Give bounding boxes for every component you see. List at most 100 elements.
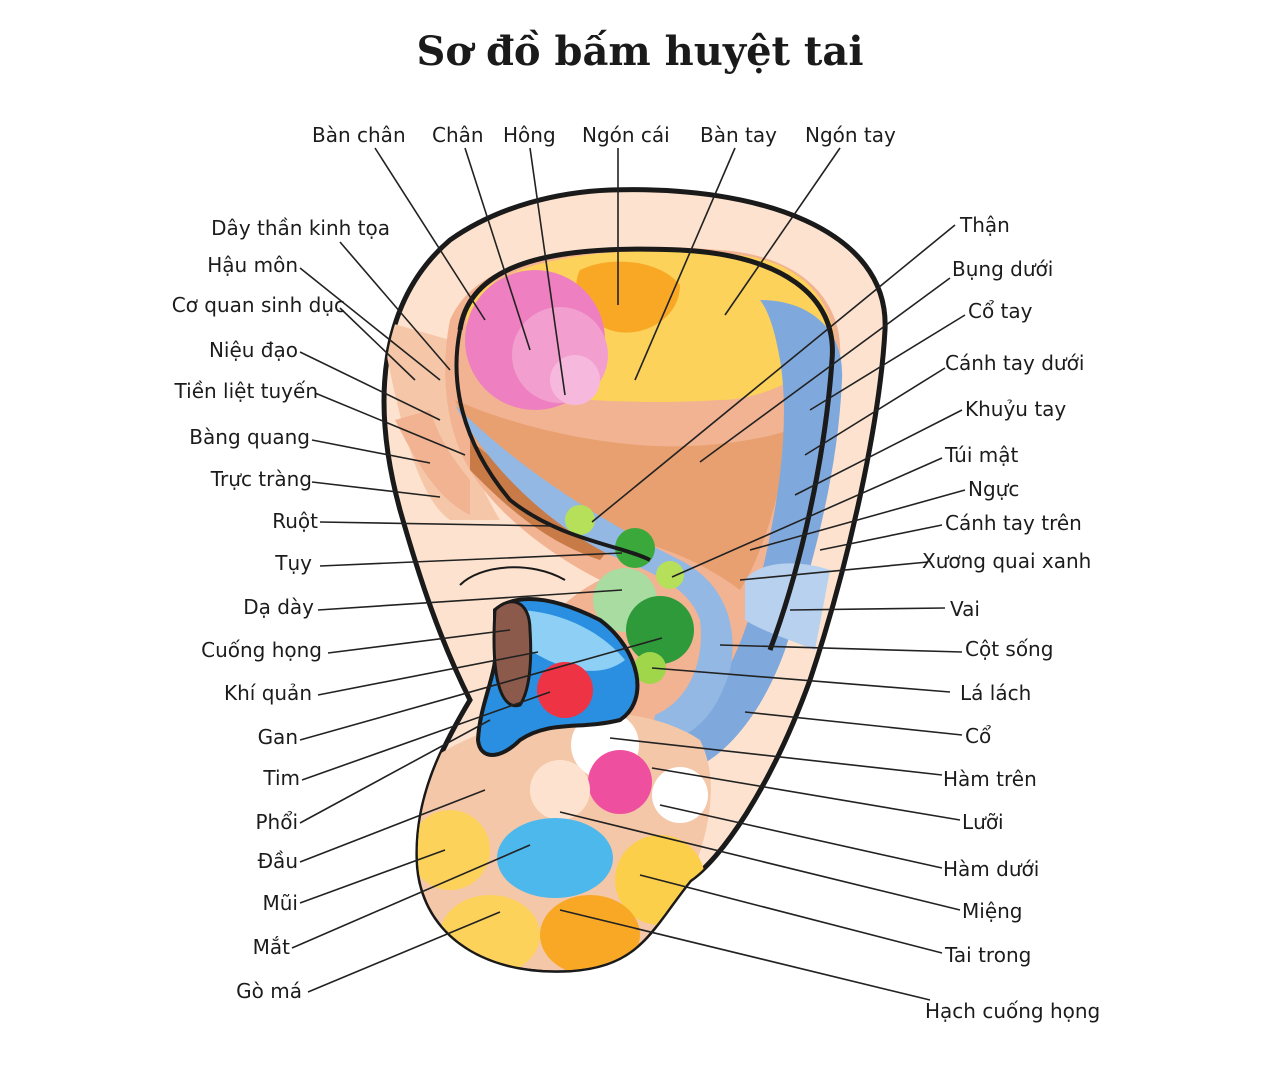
leader-co: [744, 711, 963, 736]
label-go-ma: Gò má: [236, 979, 302, 1003]
label-xuong-quai-xanh: Xương quai xanh: [922, 549, 1091, 573]
label-hong: Hông: [503, 123, 556, 147]
label-than: Thận: [959, 213, 1010, 237]
leader-mat: [291, 844, 531, 949]
label-bung-duoi: Bụng dưới: [952, 257, 1053, 281]
diagram-title: Sơ đồ bấm huyệt tai: [416, 28, 864, 75]
gallbladder-zone: [656, 561, 684, 589]
leader-hong: [529, 147, 566, 396]
label-dau: Đầu: [258, 849, 298, 873]
leader-canh-tay-tren: [819, 524, 943, 551]
leader-tuy: [319, 552, 623, 567]
leader-tui-mat: [671, 457, 943, 578]
leader-lines: [291, 147, 966, 1001]
leader-phoi: [299, 719, 491, 824]
label-mat: Mắt: [253, 935, 291, 959]
label-khuyu-tay: Khuỷu tay: [965, 397, 1066, 421]
label-tuy: Tụy: [274, 551, 312, 575]
bladder-zone: [395, 410, 470, 515]
tongue-zone: [588, 750, 652, 814]
leader-khuyu-tay: [794, 409, 963, 496]
label-co-quan-sinh-duc: Cơ quan sinh dục: [172, 293, 345, 317]
label-day-than-kinh-toa: Dây thần kinh tọa: [211, 216, 390, 240]
label-co-tay: Cổ tay: [968, 299, 1033, 323]
leader-ruot: [319, 521, 553, 527]
head-zone: [410, 810, 490, 890]
label-phoi: Phổi: [255, 810, 298, 834]
leader-canh-tay-duoi: [804, 367, 946, 456]
leader-tien-liet-tuyen: [314, 392, 466, 456]
leader-xuong-quai-xanh: [739, 561, 929, 581]
leader-co-quan-sinh-duc: [339, 307, 416, 381]
spleen-zone: [634, 652, 666, 684]
leader-da-day: [317, 589, 623, 611]
label-gan: Gan: [258, 725, 298, 749]
mouth-zone: [530, 760, 590, 820]
label-cot-song: Cột sống: [965, 637, 1053, 661]
leader-nieu-dao: [299, 351, 441, 421]
lower-jaw-zone: [652, 767, 708, 823]
label-nieu-dao: Niệu đạo: [209, 338, 298, 362]
spine-zone: [455, 405, 733, 745]
label-ban-tay: Bàn tay: [700, 123, 777, 147]
leader-ham-tren: [609, 737, 943, 776]
label-canh-tay-tren: Cánh tay trên: [945, 511, 1082, 535]
leader-chan: [464, 147, 531, 351]
label-ngon-tay: Ngón tay: [805, 123, 896, 147]
intestine-zone: [455, 400, 790, 590]
shoulder-zone: [745, 563, 830, 650]
label-tim: Tim: [262, 766, 300, 790]
label-nguc: Ngực: [968, 477, 1019, 501]
heart-zone: [537, 662, 593, 718]
intertragic-notch: [459, 566, 566, 586]
leader-ham-duoi: [659, 804, 943, 869]
leader-gan: [299, 637, 663, 741]
leader-ban-chan: [374, 147, 486, 321]
label-hach-cuong-hong: Hạch cuống họng: [925, 999, 1100, 1023]
leader-khi-quan: [317, 651, 539, 696]
label-ham-duoi: Hàm dưới: [943, 857, 1039, 881]
label-da-day: Dạ dày: [243, 595, 314, 619]
leader-tai-trong: [639, 874, 943, 954]
label-ban-chan: Bàn chân: [312, 123, 406, 147]
label-truc-trang: Trực tràng: [210, 467, 312, 491]
leader-mui: [299, 849, 446, 904]
antihelix-outline: [457, 246, 835, 651]
leader-bung-duoi: [699, 277, 951, 463]
leader-day-than-kinh-toa: [339, 241, 451, 371]
label-ham-tren: Hàm trên: [943, 767, 1037, 791]
label-mieng: Miệng: [962, 899, 1023, 923]
thumb-zone: [576, 261, 680, 333]
leader-ngon-tay: [724, 147, 841, 316]
concha-outline: [454, 329, 651, 562]
label-luoi: Lưỡi: [962, 810, 1004, 834]
leader-ban-tay: [634, 147, 736, 381]
leader-hach-cuong-hong: [559, 909, 931, 1001]
label-tui-mat: Túi mật: [944, 443, 1019, 467]
leader-vai: [789, 607, 946, 611]
tonsil-zone: [540, 895, 640, 971]
liver-zone: [626, 596, 694, 664]
intestine-dot: [565, 505, 595, 535]
hip-zone: [550, 355, 600, 405]
eye-zone: [497, 818, 613, 898]
leader-mieng: [559, 811, 961, 911]
leader-hau-mon: [299, 267, 441, 381]
label-bang-quang: Bàng quang: [189, 425, 310, 449]
leader-co-tay: [809, 314, 966, 411]
label-co: Cổ: [965, 724, 991, 748]
leader-luoi: [651, 767, 961, 821]
cheek-zone: [440, 895, 540, 971]
label-la-lach: Lá lách: [960, 681, 1031, 705]
leader-cuong-hong: [327, 629, 511, 654]
leader-la-lach: [651, 667, 951, 693]
label-chan: Chân: [432, 123, 484, 147]
label-hau-mon: Hậu môn: [207, 253, 298, 277]
leader-tim: [301, 691, 551, 781]
leader-go-ma: [307, 911, 501, 993]
label-tai-trong: Tai trong: [944, 943, 1031, 967]
leader-nguc: [749, 489, 966, 551]
leader-than: [591, 224, 956, 523]
